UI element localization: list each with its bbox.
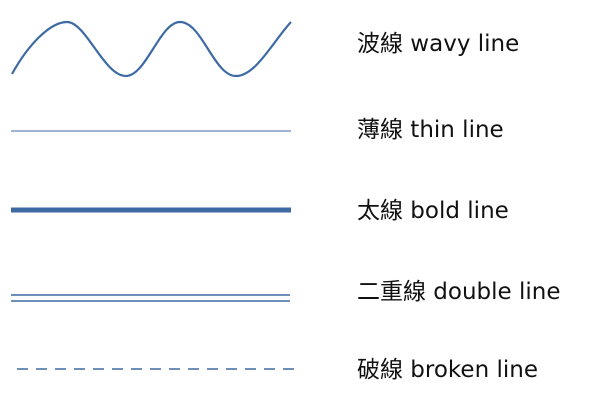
broken-line-label: 破線 broken line bbox=[357, 357, 538, 383]
double-line-label: 二重線 double line bbox=[357, 279, 561, 305]
bold-line-label: 太線 bold line bbox=[357, 198, 509, 224]
thin-line-label: 薄線 thin line bbox=[357, 117, 504, 143]
wavy-line-label: 波線 wavy line bbox=[357, 31, 520, 57]
wavy-line-sample bbox=[11, 20, 292, 78]
